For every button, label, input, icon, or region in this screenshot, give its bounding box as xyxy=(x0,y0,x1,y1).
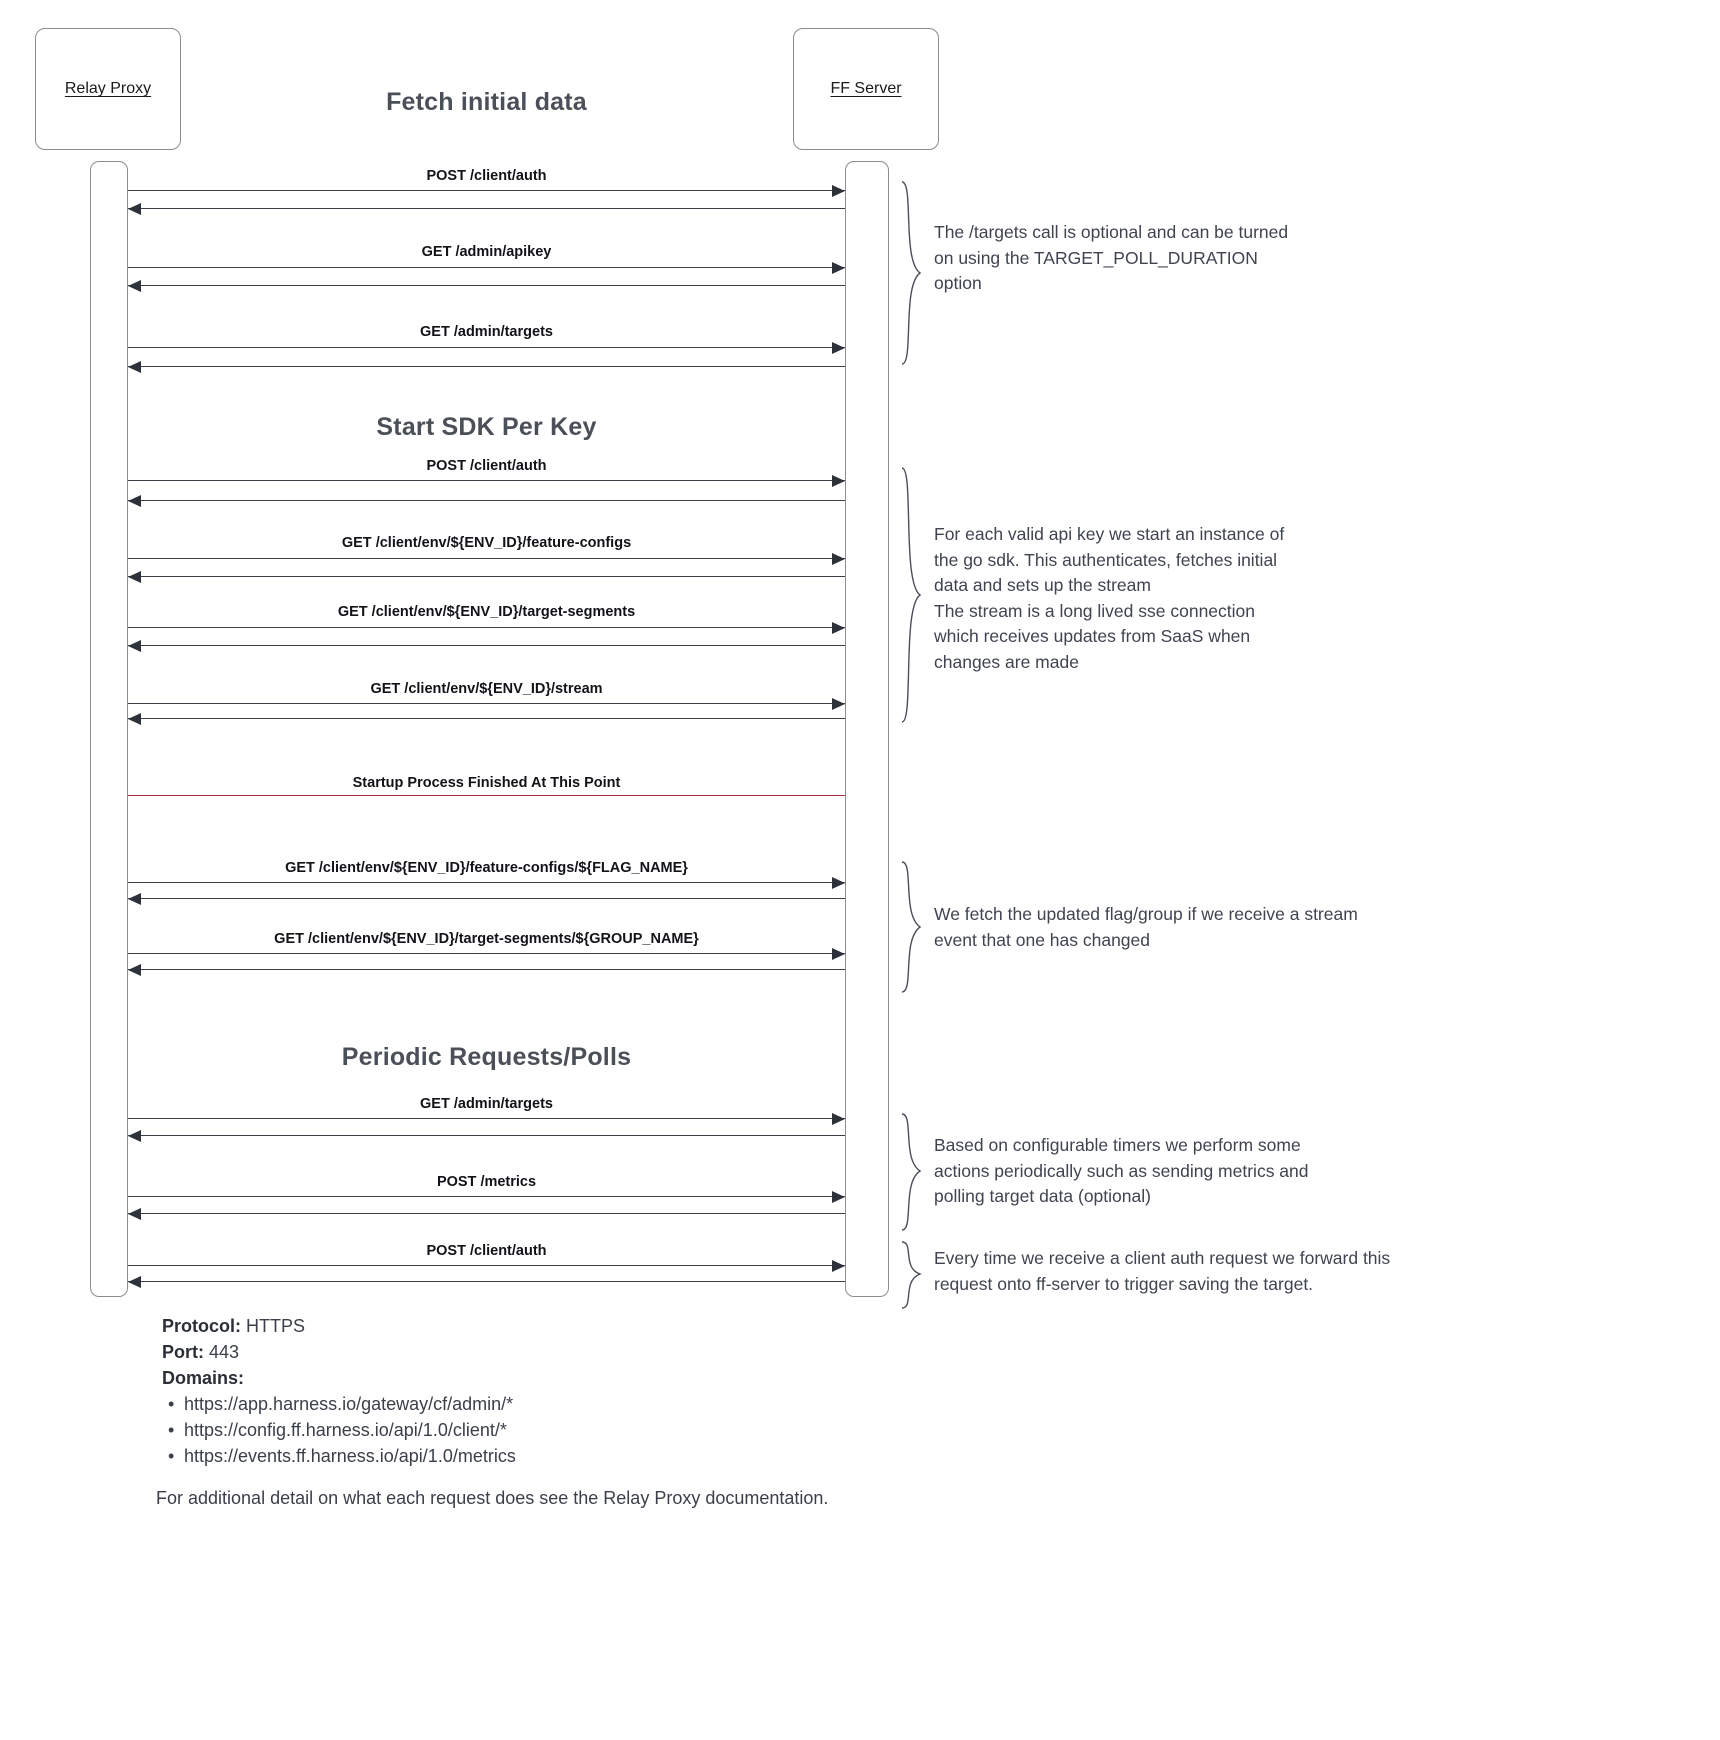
arrow-head-m9-response xyxy=(128,964,141,976)
message-arrow-m8-request xyxy=(128,882,845,883)
arrow-head-m3-response xyxy=(128,361,141,373)
message-label-m11: POST /metrics xyxy=(436,1174,537,1190)
lifeline-ff-server xyxy=(845,161,889,1297)
message-label-m7: GET /client/env/${ENV_ID}/stream xyxy=(370,681,603,697)
footer-port-value: 443 xyxy=(209,1342,240,1362)
message-arrow-m5-response xyxy=(128,576,845,577)
annotation-brace-a5 xyxy=(901,1241,923,1309)
section-title-periodic-requests: Periodic Requests/Polls xyxy=(341,1043,632,1071)
footer-domain-item-2: https://config.ff.harness.io/api/1.0/cli… xyxy=(162,1417,922,1443)
arrow-head-m10-response xyxy=(128,1130,141,1142)
arrow-head-m4-response xyxy=(128,495,141,507)
message-arrow-m6-response xyxy=(128,645,845,646)
arrow-head-m6-request xyxy=(832,622,845,634)
annotation-text-a1: The /targets call is optional and can be… xyxy=(934,222,1289,293)
message-arrow-m11-response xyxy=(128,1213,845,1214)
footer-port-label: Port: xyxy=(162,1342,204,1362)
message-arrow-m2-response xyxy=(128,285,845,286)
lifeline-relay-proxy xyxy=(90,161,128,1297)
message-arrow-m1-request xyxy=(128,190,845,191)
message-label-m1: POST /client/auth xyxy=(426,168,547,184)
message-arrow-m10-response xyxy=(128,1135,845,1136)
message-arrow-m4-request xyxy=(128,480,845,481)
message-arrow-m3-response xyxy=(128,366,845,367)
message-arrow-m12-response xyxy=(128,1281,845,1282)
arrow-head-m12-response xyxy=(128,1276,141,1288)
message-arrow-m7-request xyxy=(128,703,845,704)
message-arrow-m4-response xyxy=(128,500,845,501)
message-label-m10: GET /admin/targets xyxy=(420,1096,553,1112)
footer-port-line: Port: 443 xyxy=(162,1339,922,1365)
arrow-head-m8-request xyxy=(832,877,845,889)
arrow-head-m1-request xyxy=(832,185,845,197)
participant-label-ff-server: FF Server xyxy=(830,80,902,97)
message-label-m5: GET /client/env/${ENV_ID}/feature-config… xyxy=(341,535,632,551)
divider-line xyxy=(128,795,845,796)
message-label-m4: POST /client/auth xyxy=(426,458,547,474)
arrow-head-m5-response xyxy=(128,571,141,583)
participant-label-relay-proxy: Relay Proxy xyxy=(64,80,152,97)
footer-domains-label-text: Domains: xyxy=(162,1368,245,1388)
message-arrow-m6-request xyxy=(128,627,845,628)
message-arrow-m9-response xyxy=(128,969,845,970)
message-label-m9: GET /client/env/${ENV_ID}/target-segment… xyxy=(274,931,699,947)
annotation-text-a2: For each valid api key we start an insta… xyxy=(934,524,1285,672)
footer-domain-item-3: https://events.ff.harness.io/api/1.0/met… xyxy=(162,1443,922,1469)
footer-protocol-label: Protocol: xyxy=(162,1316,241,1336)
arrow-head-m11-response xyxy=(128,1208,141,1220)
arrow-head-m4-request xyxy=(832,475,845,487)
message-arrow-m9-request xyxy=(128,953,845,954)
message-arrow-m5-request xyxy=(128,558,845,559)
arrow-head-m9-request xyxy=(832,948,845,960)
message-arrow-m10-request xyxy=(128,1118,845,1119)
message-label-m12: POST /client/auth xyxy=(426,1243,547,1259)
divider-label: Startup Process Finished At This Point xyxy=(352,775,621,791)
arrow-head-m1-response xyxy=(128,203,141,215)
annotation-text-a3: We fetch the updated flag/group if we re… xyxy=(934,904,1358,950)
annotation-brace-a1 xyxy=(901,181,922,365)
annotation-brace-a4 xyxy=(901,1113,922,1231)
message-arrow-m2-request xyxy=(128,267,845,268)
annotation-brace-a2 xyxy=(901,467,922,723)
annotation-text-a4: Based on configurable timers we perform … xyxy=(934,1135,1309,1206)
footer-protocol-value: HTTPS xyxy=(246,1316,306,1336)
arrow-head-m8-response xyxy=(128,893,141,905)
footer-info-block: Protocol: HTTPS Port: 443 Domains: https… xyxy=(162,1313,922,1469)
message-label-m2: GET /admin/apikey xyxy=(421,244,552,260)
footer-domain-item-1: https://app.harness.io/gateway/cf/admin/… xyxy=(162,1391,922,1417)
arrow-head-m7-response xyxy=(128,713,141,725)
arrow-head-m3-request xyxy=(832,342,845,354)
section-title-fetch-initial-data: Fetch initial data xyxy=(386,88,587,116)
footer-protocol-line: Protocol: HTTPS xyxy=(162,1313,922,1339)
message-arrow-m12-request xyxy=(128,1265,845,1266)
message-arrow-m8-response xyxy=(128,898,845,899)
message-arrow-m1-response xyxy=(128,208,845,209)
arrow-head-m7-request xyxy=(832,698,845,710)
message-label-m6: GET /client/env/${ENV_ID}/target-segment… xyxy=(337,604,636,620)
arrow-head-m2-response xyxy=(128,280,141,292)
annotation-text-a5: Every time we receive a client auth requ… xyxy=(934,1248,1391,1294)
message-arrow-m7-response xyxy=(128,718,845,719)
message-label-m8: GET /client/env/${ENV_ID}/feature-config… xyxy=(285,860,688,876)
message-label-m3: GET /admin/targets xyxy=(420,324,553,340)
arrow-head-m6-response xyxy=(128,640,141,652)
arrow-head-m12-request xyxy=(832,1260,845,1272)
footer-domains-label: Domains: xyxy=(162,1365,922,1391)
section-title-start-sdk-per-key: Start SDK Per Key xyxy=(376,413,597,441)
arrow-head-m11-request xyxy=(832,1191,845,1203)
message-arrow-m11-request xyxy=(128,1196,845,1197)
annotation-brace-a3 xyxy=(901,861,922,993)
message-arrow-m3-request xyxy=(128,347,845,348)
footer-note: For additional detail on what each reque… xyxy=(156,1488,829,1508)
participant-box-ff-server[interactable]: FF Server xyxy=(793,28,939,150)
arrow-head-m10-request xyxy=(832,1113,845,1125)
participant-box-relay-proxy[interactable]: Relay Proxy xyxy=(35,28,181,150)
arrow-head-m5-request xyxy=(832,553,845,565)
arrow-head-m2-request xyxy=(832,262,845,274)
